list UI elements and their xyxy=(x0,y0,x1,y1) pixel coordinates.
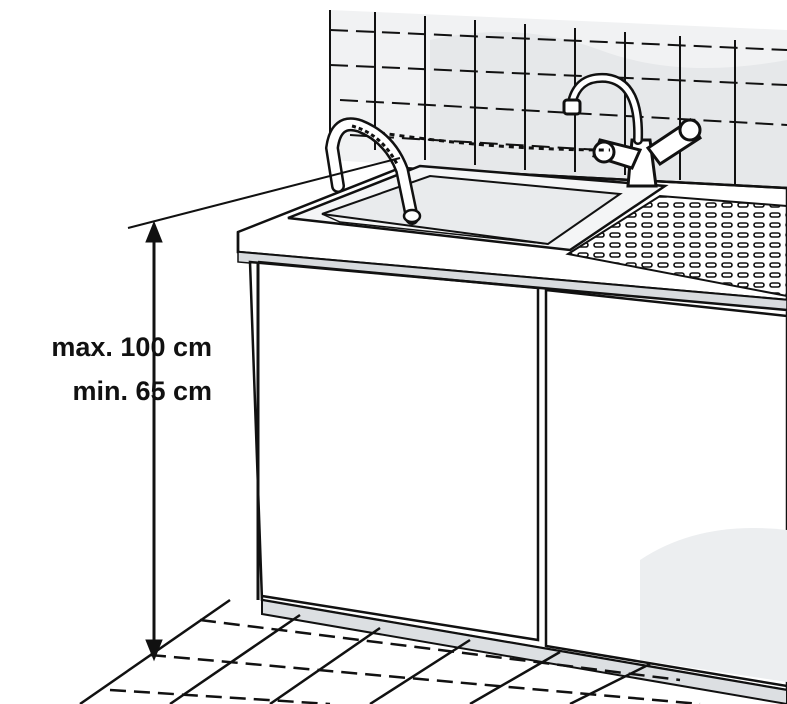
sink-bowl xyxy=(287,164,669,252)
drain-hose xyxy=(324,117,422,225)
faucet xyxy=(562,72,702,188)
drainer-board xyxy=(565,194,787,298)
cabinet xyxy=(248,260,787,704)
max-height-label: max. 100 cm xyxy=(51,332,212,362)
wall-tiles xyxy=(329,10,787,190)
height-dimension xyxy=(127,157,401,662)
floor-tiles xyxy=(79,598,701,704)
min-height-label: min. 65 cm xyxy=(72,376,212,406)
